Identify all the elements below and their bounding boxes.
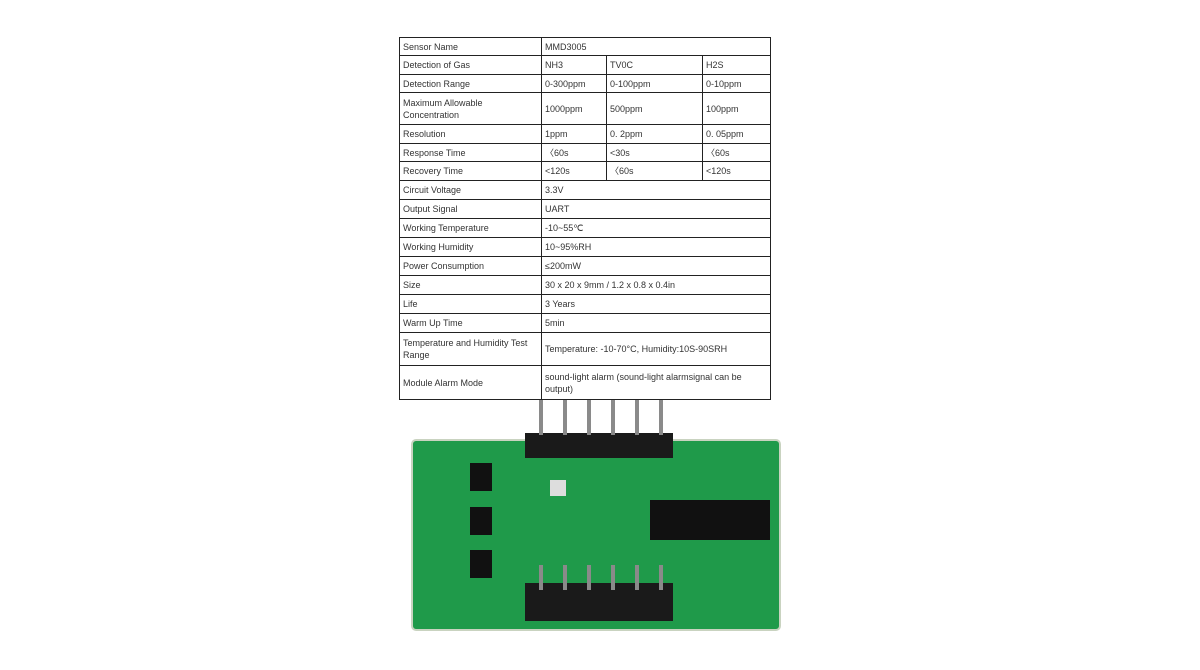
value: <120s <box>541 161 607 181</box>
chip-small <box>470 550 492 578</box>
value: 0-100ppm <box>606 74 703 93</box>
value: 10~95%RH <box>541 237 771 257</box>
value: 100ppm <box>702 92 771 125</box>
label: Maximum Allowable Concentration <box>399 92 542 125</box>
label: Detection of Gas <box>399 55 542 75</box>
value: 5min <box>541 313 771 333</box>
label: Response Time <box>399 143 542 162</box>
label: Working Temperature <box>399 218 542 238</box>
value: <120s <box>702 161 771 181</box>
sensor-element <box>550 480 566 496</box>
label: Working Humidity <box>399 237 542 257</box>
value: UART <box>541 199 771 219</box>
label: Recovery Time <box>399 161 542 181</box>
value: 0. 2ppm <box>606 124 703 144</box>
value: 1ppm <box>541 124 607 144</box>
value: 3 Years <box>541 294 771 314</box>
value: NH3 <box>541 55 607 75</box>
value: 500ppm <box>606 92 703 125</box>
label: Sensor Name <box>399 37 542 56</box>
value: H2S <box>702 55 771 75</box>
label: Resolution <box>399 124 542 144</box>
value: 3.3V <box>541 180 771 200</box>
sensor-module-photo <box>411 400 781 631</box>
top-pin-header <box>525 433 673 458</box>
label: Output Signal <box>399 199 542 219</box>
chip-ic <box>650 500 770 540</box>
value: TV0C <box>606 55 703 75</box>
value: 〈60s <box>702 143 771 162</box>
label: Warm Up Time <box>399 313 542 333</box>
label: Circuit Voltage <box>399 180 542 200</box>
value: 30 x 20 x 9mm / 1.2 x 0.8 x 0.4in <box>541 275 771 295</box>
table-row: Power Consumption≤200mW <box>399 256 771 276</box>
value: 1000ppm <box>541 92 607 125</box>
value: 0. 05ppm <box>702 124 771 144</box>
label: Life <box>399 294 542 314</box>
label: Size <box>399 275 542 295</box>
label: Module Alarm Mode <box>399 365 542 400</box>
value: Temperature: -10-70°C, Humidity:10S-90SR… <box>541 332 771 366</box>
value: MMD3005 <box>541 37 771 56</box>
label: Temperature and Humidity Test Range <box>399 332 542 366</box>
label: Power Consumption <box>399 256 542 276</box>
table-row: Working Temperature-10~55℃ <box>399 218 771 238</box>
value: ≤200mW <box>541 256 771 276</box>
top-pins <box>539 400 663 435</box>
chip-small <box>470 463 492 491</box>
value: 0-10ppm <box>702 74 771 93</box>
bottom-pins <box>539 565 663 590</box>
value: 〈60s <box>606 161 703 181</box>
chip-small <box>470 507 492 535</box>
value: 0-300ppm <box>541 74 607 93</box>
value: -10~55℃ <box>541 218 771 238</box>
label: Detection Range <box>399 74 542 93</box>
value: sound-light alarm (sound-light alarmsign… <box>541 365 771 400</box>
bottom-pin-header <box>525 583 673 621</box>
value: 〈60s <box>541 143 607 162</box>
value: <30s <box>606 143 703 162</box>
